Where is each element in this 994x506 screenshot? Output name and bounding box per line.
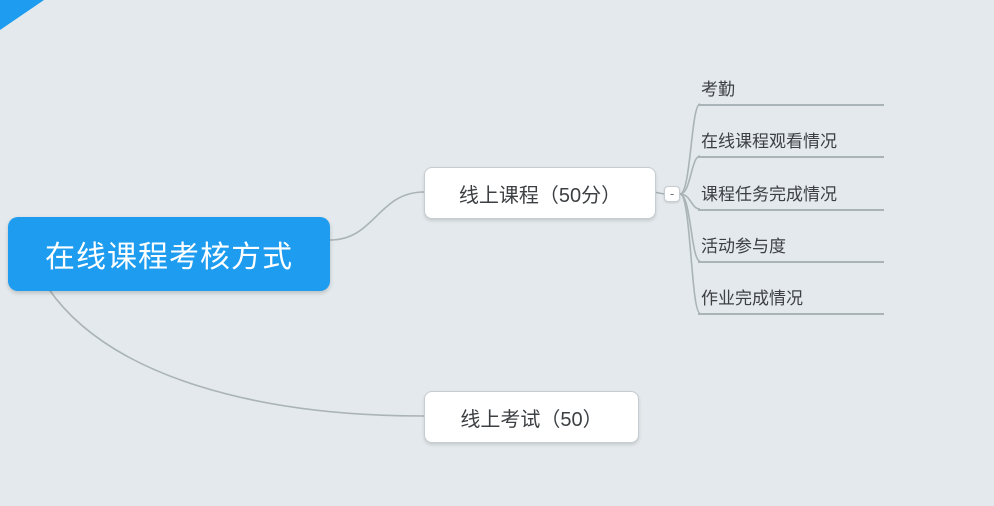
- root-topic-label: 在线课程考核方式: [45, 241, 293, 274]
- subtopic-task-completion-label: 课程任务完成情况: [701, 185, 837, 204]
- connector-collapse-to-attendance: [679, 103, 701, 195]
- subtopic-attendance-label: 考勤: [701, 80, 735, 99]
- connector-root-to-online-exam: [47, 287, 425, 417]
- subtopic-activity-participation[interactable]: 活动参与度: [698, 233, 884, 263]
- connector-collapse-to-watching: [679, 155, 701, 195]
- topic-online-exam-label: 线上考试（50）: [460, 408, 603, 431]
- subtopic-homework-completion[interactable]: 作业完成情况: [698, 285, 884, 315]
- subtopic-activity-participation-label: 活动参与度: [701, 237, 786, 256]
- root-topic[interactable]: 在线课程考核方式: [8, 217, 330, 291]
- subtopic-course-watching-label: 在线课程观看情况: [701, 132, 837, 151]
- connector-collapse-to-homework: [679, 193, 701, 314]
- subtopic-attendance[interactable]: 考勤: [698, 76, 884, 106]
- subtopic-task-completion[interactable]: 课程任务完成情况: [698, 181, 884, 211]
- topic-online-exam[interactable]: 线上考试（50）: [424, 391, 639, 443]
- connector-root-to-online-course: [329, 191, 425, 241]
- topic-online-course[interactable]: 线上课程（50分）: [424, 167, 656, 219]
- corner-accent-triangle: [0, 0, 44, 30]
- subtopic-homework-completion-label: 作业完成情况: [701, 289, 803, 308]
- topic-online-course-label: 线上课程（50分）: [458, 184, 622, 207]
- subtopic-course-watching[interactable]: 在线课程观看情况: [698, 128, 884, 158]
- collapse-button[interactable]: -: [664, 186, 680, 202]
